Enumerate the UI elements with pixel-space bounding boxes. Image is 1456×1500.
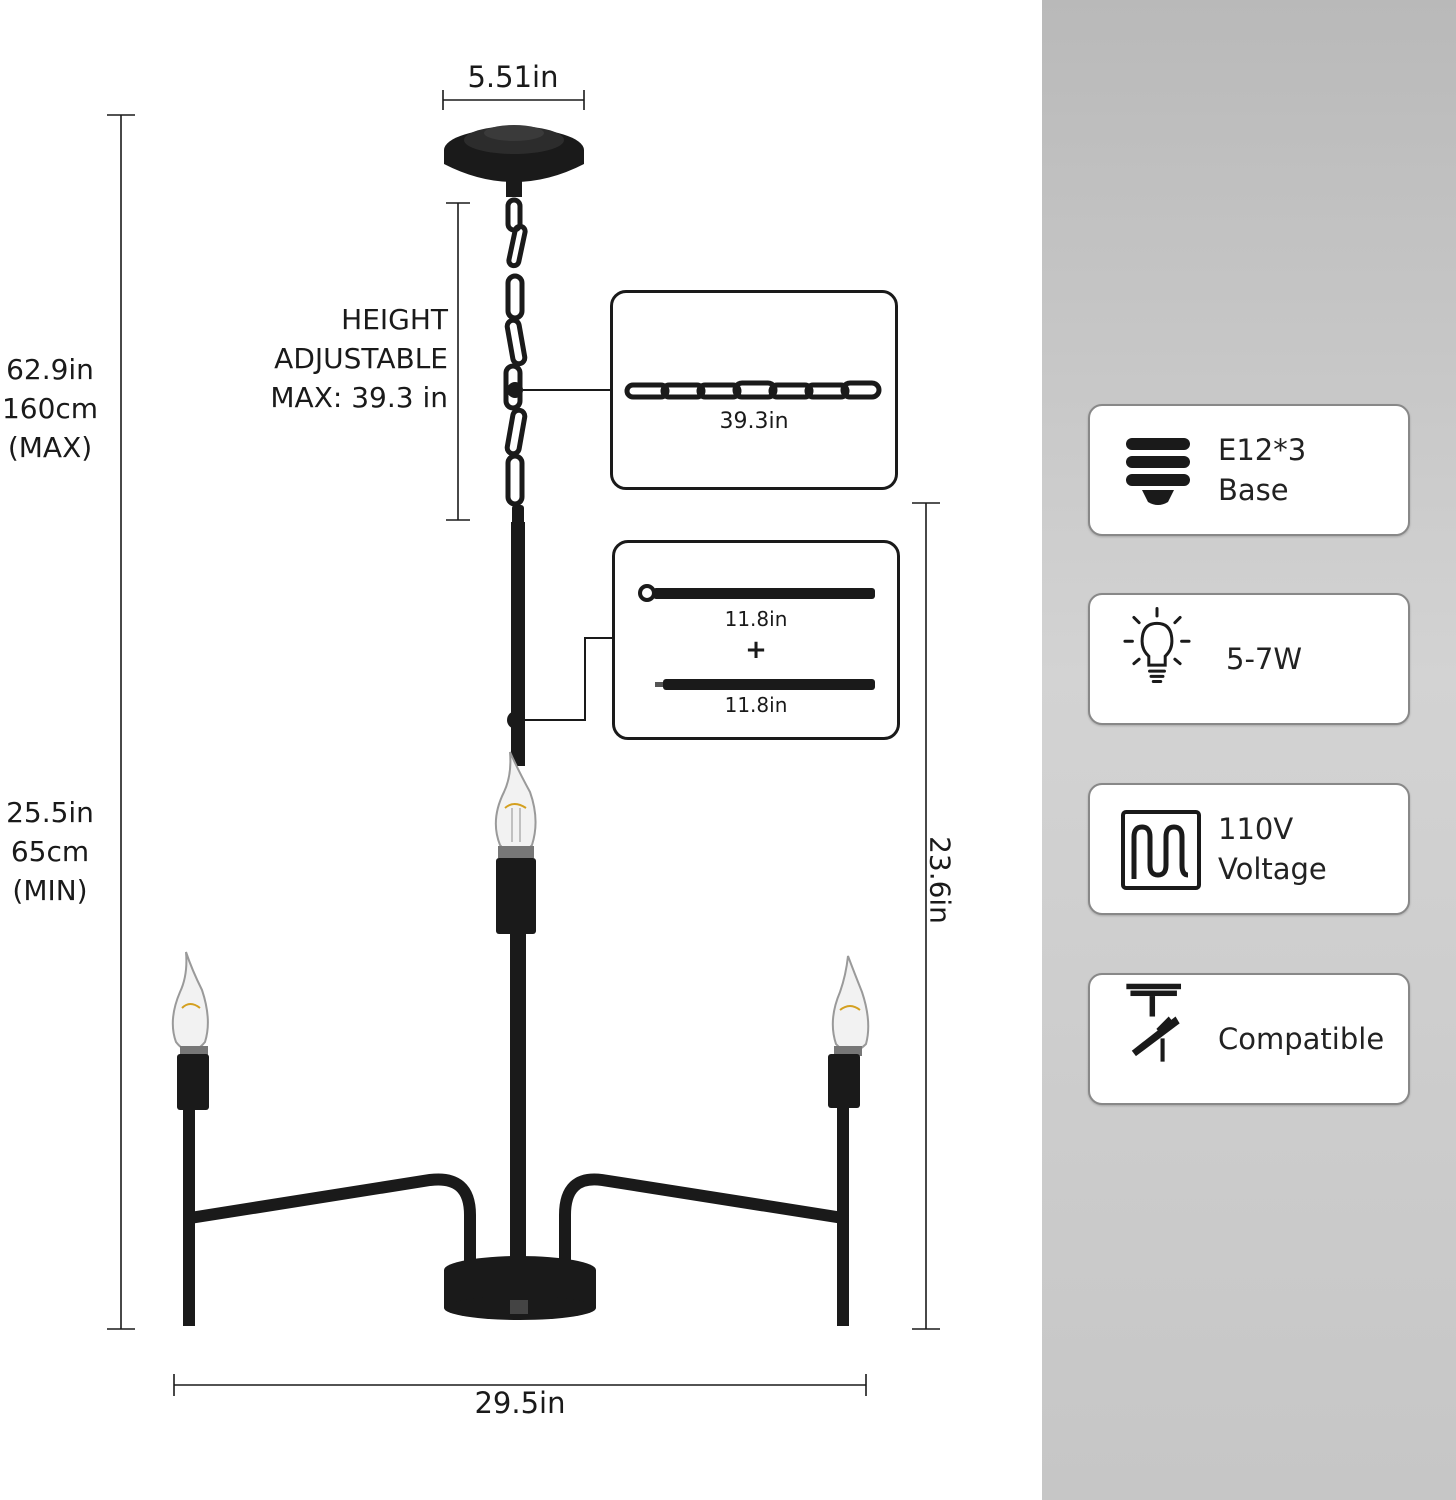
spec-voltage-value: 110V (1218, 812, 1294, 846)
rods-icon (638, 584, 875, 690)
body-height-label: 23.6in (910, 830, 970, 930)
left-candle (171, 951, 209, 1326)
rod-detail-box: 11.8in + 11.8in (612, 540, 900, 740)
spec-base-value: E12*3 (1218, 433, 1307, 467)
max-height-tag: (MAX) (7, 431, 93, 464)
overall-width-label: 29.5in (474, 1386, 566, 1420)
min-height-cm: 65cm (10, 835, 90, 868)
rod-1-length: 11.8in (724, 607, 788, 631)
rod-2-length: 11.8in (724, 693, 788, 717)
min-height-in: 25.5in (6, 796, 94, 829)
chain-length-label: 39.3in (719, 409, 789, 434)
voltage-icon (1121, 810, 1201, 890)
right-candle (828, 955, 870, 1326)
plus-sign: + (745, 635, 767, 665)
min-height-label: 25.5in 65cm (MIN) (0, 793, 100, 910)
spec-card-compatible: Compatible (1088, 973, 1410, 1105)
slope-compatible-icon (1126, 983, 1182, 1062)
spec-voltage-label: Voltage (1218, 852, 1327, 886)
chain-links-icon (624, 380, 882, 400)
height-adjustable-label: HEIGHT ADJUSTABLE MAX: 39.3 in (270, 300, 448, 417)
height-adjustable-line-1: HEIGHT (341, 303, 448, 336)
chain (503, 197, 528, 507)
max-height-in: 62.9in (6, 353, 94, 386)
max-height-cm: 160cm (1, 392, 99, 425)
height-adjustable-line-3: MAX: 39.3 in (270, 381, 448, 414)
chandelier-drawing (107, 90, 940, 1396)
canopy-width-label: 5.51in (467, 60, 559, 94)
bottom-body (444, 1256, 596, 1320)
min-height-tag: (MIN) (12, 874, 88, 907)
spec-wattage-value: 5-7W (1226, 642, 1303, 676)
spec-card-voltage: 110V Voltage (1088, 783, 1410, 915)
fixture-arms (184, 1173, 849, 1268)
max-height-label: 62.9in 160cm (MAX) (0, 350, 100, 467)
spec-card-wattage: 5-7W (1088, 593, 1410, 725)
downrod (510, 505, 526, 1260)
spec-base-label: Base (1218, 473, 1289, 507)
right-gray-panel (1042, 0, 1456, 1500)
spec-card-base: E12*3 Base (1088, 404, 1410, 536)
chain-detail-box: 39.3in (610, 290, 898, 490)
spec-compatible-label: Compatible (1218, 1022, 1385, 1056)
center-candle (494, 751, 537, 934)
height-adjustable-line-2: ADJUSTABLE (274, 342, 448, 375)
light-bulb-icon (1123, 607, 1191, 684)
bulb-base-icon (1126, 438, 1190, 505)
ceiling-canopy (444, 125, 584, 197)
body-height-text: 23.6in (923, 836, 957, 924)
